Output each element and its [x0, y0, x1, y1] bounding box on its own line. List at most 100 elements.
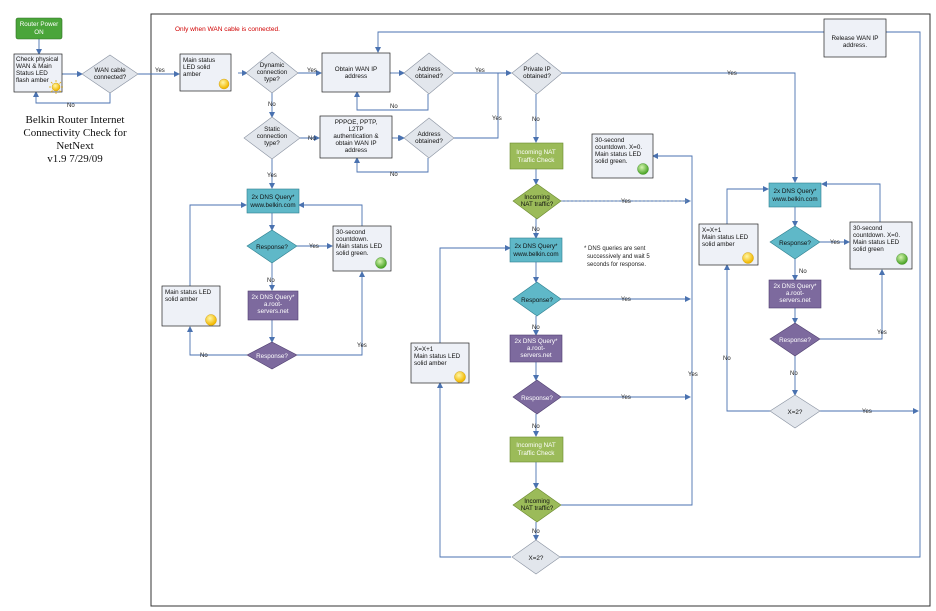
node-dynamic-connection: Dynamic connection type? [245, 51, 299, 94]
svg-text:Obtain WAN IP: Obtain WAN IP [335, 66, 377, 73]
node-address-obtained-2: Address obtained? [403, 117, 455, 159]
svg-text:LED solid: LED solid [183, 64, 210, 71]
svg-text:WAN & Main: WAN & Main [16, 63, 52, 70]
svg-text:No: No [532, 227, 540, 233]
svg-text:No: No [532, 529, 540, 535]
led-green-icon [637, 163, 649, 175]
node-dns-root-right: 2x DNS Query* a.root- servers.net [768, 279, 822, 309]
node-dns-belkin-left: 2x DNS Query* www.belkin.com [246, 188, 300, 214]
node-obtain-wan-ip: Obtain WAN IP address [321, 52, 391, 93]
node-response-left-2: Response? [246, 341, 298, 370]
svg-text:servers.net: servers.net [779, 297, 810, 304]
svg-text:Connectivity Check for: Connectivity Check for [23, 127, 127, 139]
edges [33, 31, 921, 558]
svg-text:Response?: Response? [256, 244, 288, 251]
svg-text:solid green.: solid green. [336, 250, 369, 257]
svg-text:Response?: Response? [521, 395, 553, 402]
svg-text:flash amber: flash amber [16, 77, 49, 84]
svg-text:No: No [790, 371, 798, 377]
svg-text:countdown.: countdown. [336, 236, 368, 243]
svg-text:Main status LED: Main status LED [336, 243, 383, 250]
svg-text:WAN cable: WAN cable [94, 67, 126, 74]
svg-text:Yes: Yes [862, 409, 872, 415]
node-x-equals-2-mid: X=2? [511, 539, 561, 575]
node-response-left-1: Response? [246, 229, 298, 264]
svg-text:ON: ON [34, 29, 44, 36]
svg-text:solid amber: solid amber [702, 241, 735, 248]
svg-text:* DNS queries are sent: * DNS queries are sent [584, 246, 646, 252]
svg-text:Yes: Yes [688, 372, 698, 378]
node-incoming-nat-check-2: Incoming NAT Traffic Check [509, 436, 564, 463]
svg-text:Check physical: Check physical [16, 56, 58, 63]
node-incoming-nat-check-1: Incoming NAT Traffic Check [509, 142, 564, 170]
svg-text:NAT traffic?: NAT traffic? [521, 505, 554, 512]
svg-text:Response?: Response? [779, 337, 811, 344]
svg-text:2x DNS Query*: 2x DNS Query* [773, 188, 817, 195]
node-private-ip: Private IP obtained? [511, 52, 563, 95]
node-wan-cable-connected: WAN cable connected? [81, 54, 139, 94]
node-dns-belkin-mid: 2x DNS Query* www.belkin.com [509, 237, 563, 263]
svg-text:connected?: connected? [94, 74, 127, 81]
node-countdown-left: 30-second countdown. Main status LED sol… [332, 225, 392, 272]
node-main-status-amber-top: Main status LED solid amber [179, 53, 232, 92]
svg-text:Main status LED: Main status LED [702, 234, 749, 241]
svg-text:Yes: Yes [357, 343, 367, 349]
node-x-increment-right: X=X+1 Main status LED solid amber [698, 223, 759, 266]
node-response-mid-1: Response? [512, 281, 562, 317]
svg-text:2x DNS Query*: 2x DNS Query* [514, 338, 558, 345]
svg-text:No: No [390, 172, 398, 178]
svg-text:type?: type? [264, 140, 280, 147]
svg-text:servers.net: servers.net [520, 352, 551, 359]
svg-text:Yes: Yes [267, 173, 277, 179]
svg-text:No: No [723, 356, 731, 362]
led-green-icon [375, 257, 387, 269]
svg-text:a.root-: a.root- [527, 345, 545, 352]
svg-text:obtained?: obtained? [415, 73, 443, 80]
svg-text:No: No [532, 424, 540, 430]
svg-text:type?: type? [264, 76, 280, 83]
node-check-physical: Check physical WAN & Main Status LED fla… [13, 53, 63, 94]
amber-flash-icon [49, 80, 63, 94]
node-dns-belkin-right: 2x DNS Query* www.belkin.com [768, 182, 822, 208]
svg-text:Address: Address [417, 66, 440, 73]
svg-text:Traffic Check: Traffic Check [518, 450, 556, 457]
led-amber-icon [454, 371, 466, 383]
node-main-status-amber-left: Main status LED solid amber [161, 285, 221, 327]
node-countdown-top: 30-second countdown. X=0. Main status LE… [591, 133, 654, 179]
node-countdown-right: 30-second countdown. X=0. Main status LE… [849, 221, 913, 270]
node-incoming-nat-traffic-1: Incoming NAT traffic? [512, 183, 562, 220]
led-green-icon [896, 253, 908, 265]
svg-text:NAT traffic?: NAT traffic? [521, 201, 554, 208]
svg-text:www.belkin.com: www.belkin.com [249, 202, 295, 209]
svg-text:Dynamic: Dynamic [260, 62, 285, 69]
svg-text:2x DNS Query*: 2x DNS Query* [251, 194, 295, 201]
svg-text:Yes: Yes [621, 199, 631, 205]
svg-text:No: No [267, 278, 275, 284]
led-amber-icon [205, 314, 217, 326]
svg-text:v1.9 7/29/09: v1.9 7/29/09 [47, 153, 103, 165]
node-response-right-2: Response? [769, 322, 821, 357]
svg-text:solid green.: solid green. [595, 158, 628, 165]
svg-text:countdown. X=0.: countdown. X=0. [853, 232, 900, 239]
svg-text:Status LED: Status LED [16, 70, 48, 77]
svg-text:solid green: solid green [853, 246, 884, 253]
node-release-wan-ip: Release WAN IP address. [823, 18, 887, 58]
led-amber-icon [218, 78, 230, 90]
svg-text:address.: address. [843, 42, 867, 49]
svg-text:Incoming NAT: Incoming NAT [516, 442, 556, 449]
svg-text:Yes: Yes [307, 68, 317, 74]
node-static-connection: Static connection type? [243, 116, 301, 160]
svg-text:Static: Static [264, 126, 280, 133]
node-address-obtained-1: Address obtained? [403, 52, 455, 95]
svg-text:No: No [67, 103, 75, 109]
svg-text:address: address [345, 147, 367, 154]
svg-text:Router Power: Router Power [20, 21, 59, 28]
svg-text:Incoming: Incoming [524, 194, 550, 201]
svg-text:No: No [532, 117, 540, 123]
node-router-power: Router Power ON [15, 17, 63, 40]
svg-text:connection: connection [257, 133, 288, 140]
node-incoming-nat-traffic-2: Incoming NAT traffic? [512, 487, 562, 523]
svg-text:successively and wait 5: successively and wait 5 [587, 254, 650, 260]
svg-text:servers.net: servers.net [257, 308, 288, 315]
